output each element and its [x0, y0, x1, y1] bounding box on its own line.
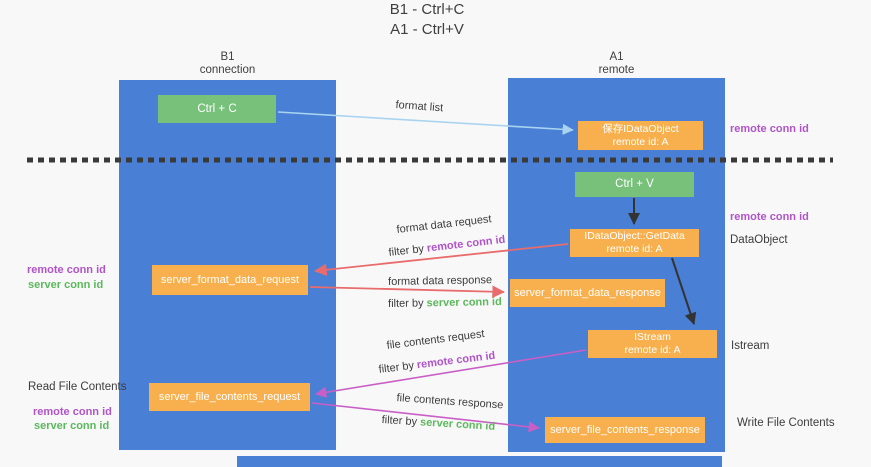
- server-format-data-request-label: server_format_data_request: [160, 273, 300, 286]
- filter-by-text: filter by: [378, 359, 415, 376]
- note-server-conn-id-left2: server conn id: [34, 420, 110, 432]
- getdata-line1: IDataObject::GetData: [584, 230, 685, 242]
- format-data-response-label: format data response: [388, 274, 493, 288]
- server-file-contents-request-label: server_file_contents_request: [158, 390, 301, 403]
- format-data-request-label: format data request: [396, 213, 493, 236]
- save-idataobject-line1: 保存IDataObject: [602, 122, 679, 135]
- lane-a1-role: remote: [598, 64, 635, 76]
- getdata-line2: remote id: A: [606, 243, 663, 255]
- note-remote-conn-id-left2: remote conn id: [33, 406, 112, 418]
- file-contents-request-label: file contents request: [386, 328, 486, 352]
- lane-b1-name: B1: [220, 51, 235, 63]
- lane-header-b1: B1 connection: [119, 51, 336, 77]
- lane-a1-name: A1: [609, 51, 624, 63]
- istream-line1: IStream: [634, 331, 671, 343]
- filter-by-text: filter by: [381, 414, 418, 429]
- remote-conn-id-keyword: remote conn id: [426, 233, 506, 255]
- note-dataobject: DataObject: [730, 234, 788, 246]
- note-istream: Istream: [731, 340, 770, 352]
- server-format-data-response-label: server_format_data_response: [514, 286, 661, 299]
- ctrl-v-box: Ctrl + V: [575, 172, 694, 197]
- note-remote-conn-id-right: remote conn id: [730, 211, 809, 223]
- remote-conn-id-keyword: remote conn id: [416, 349, 496, 372]
- file-contents-response-label: file contents response: [396, 392, 504, 412]
- istream-line2: remote id: A: [624, 344, 681, 356]
- ctrl-c-box: Ctrl + C: [158, 95, 276, 123]
- idataobject-getdata-box: IDataObject::GetData remote id: A: [570, 229, 699, 257]
- diagram-title-line2: A1 - Ctrl+V: [390, 21, 464, 38]
- server-format-data-request-box: server_format_data_request: [152, 265, 308, 295]
- save-idataobject-box: 保存IDataObject remote id: A: [578, 121, 703, 150]
- diagram-title-line1: B1 - Ctrl+C: [389, 1, 465, 18]
- note-read-file-contents: Read File Contents: [28, 381, 127, 393]
- filter-by-text: filter by: [388, 242, 425, 259]
- server-file-contents-response-label: server_file_contents_response: [550, 423, 700, 436]
- note-remote-conn-id-left1: remote conn id: [27, 264, 106, 276]
- lane-b1-role: connection: [199, 64, 256, 76]
- format-data-response-arrow: [309, 285, 505, 298]
- istream-box: IStream remote id: A: [588, 330, 717, 358]
- note-write-file-contents: Write File Contents: [737, 417, 835, 429]
- lane-header-a1: A1 remote: [508, 51, 725, 77]
- ctrl-c-label: Ctrl + C: [197, 102, 237, 115]
- server-file-contents-request-box: server_file_contents_request: [149, 383, 310, 411]
- server-file-contents-response-box: server_file_contents_response: [545, 417, 705, 443]
- save-idataobject-line2: remote id: A: [612, 135, 669, 148]
- server-conn-id-keyword: server conn id: [426, 296, 502, 310]
- format-list-label: format list: [395, 99, 444, 115]
- server-format-data-response-box: server_format_data_response: [510, 279, 665, 307]
- server-conn-id-keyword: server conn id: [419, 416, 496, 433]
- lifeline-bottom-strip: [237, 456, 722, 467]
- diagram-title: B1 - Ctrl+C A1 - Ctrl+V: [0, 0, 854, 40]
- ctrl-v-label: Ctrl + V: [615, 178, 654, 190]
- filter-by-text: filter by: [388, 297, 424, 310]
- note-server-conn-id-left1: server conn id: [28, 279, 104, 291]
- note-remote-conn-id-top-right: remote conn id: [730, 123, 809, 135]
